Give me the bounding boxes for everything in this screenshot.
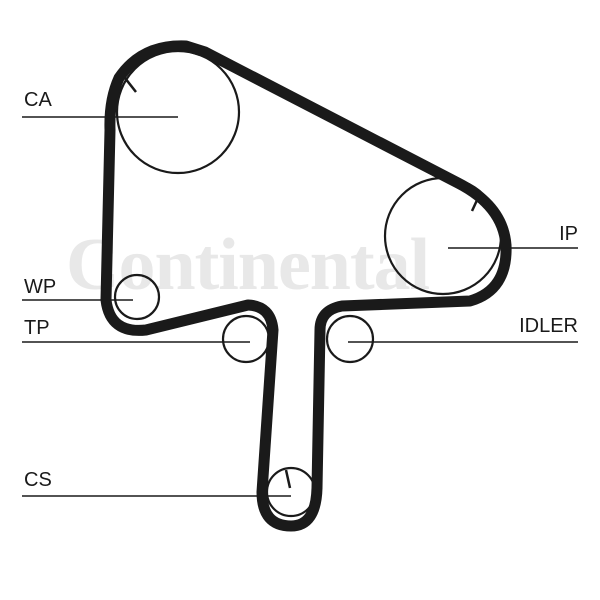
ca-label: CA xyxy=(24,89,52,111)
pump-timing-mark xyxy=(470,197,480,212)
camshaft-timing-mark xyxy=(124,77,137,93)
camshaft-pulley xyxy=(115,49,241,175)
wp-label: WP xyxy=(24,276,57,298)
continental-logo-watermark: Continental xyxy=(66,224,430,306)
water-pump-pulley xyxy=(113,273,161,321)
idler-pulley xyxy=(325,314,375,364)
crankshaft-timing-mark xyxy=(284,469,292,489)
ip-label: IP xyxy=(559,223,578,245)
tensioner-pulley xyxy=(221,314,271,364)
idler-label: IDLER xyxy=(519,315,578,337)
timing-belt xyxy=(100,40,512,532)
tp-label: TP xyxy=(24,317,50,339)
cs-label: CS xyxy=(24,469,52,491)
